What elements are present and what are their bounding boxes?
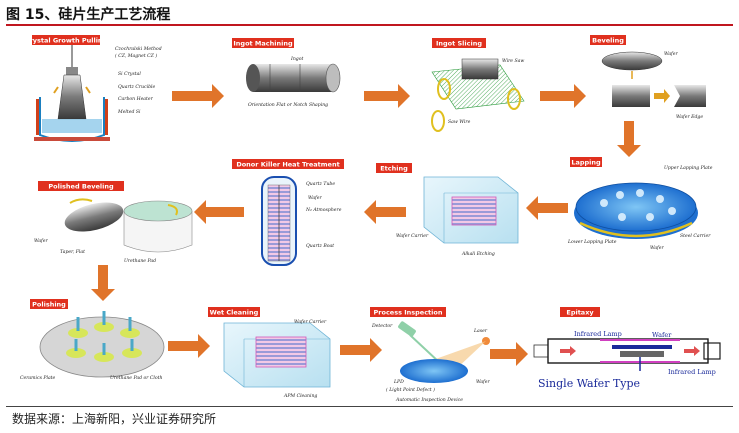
component-label: Wafer Edge [676,114,703,120]
carbon-heater [36,99,39,135]
figure-title: 图 15、硅片生产工艺流程 [6,7,171,23]
component-label: Wafer [308,195,322,201]
flow-arrow [617,121,641,157]
stage-label-box [432,38,486,48]
component-label: Si Crystal [118,71,141,77]
component-label: Melted Si [117,109,141,115]
source-rule [6,406,733,407]
stage-label-box [590,35,626,45]
stage-label-box [232,38,294,48]
flow-arrow [364,200,406,224]
stage-process-inspection: Process Inspection Detector Laser LPD ( … [370,307,490,403]
component-label: Lower Lapping Plate [567,239,617,245]
single-wafer-type-label: Single Wafer Type [538,377,640,390]
component-label: Detector [371,323,393,329]
flow-arrow [540,84,586,108]
component-label: Quartz Crucible [118,84,156,90]
component-label: Wafer Carrier [294,319,327,325]
svg-text:Wafer: Wafer [652,331,672,339]
stage-label: Ingot Slicing [436,40,482,48]
flow-arrow [91,265,115,301]
stage-label-box [38,181,124,191]
component-label: Carbon Heater [118,96,154,102]
stage-label-box [570,157,602,167]
stage-lapping: Lapping Upper Lapping Plate Lower Lappin… [567,157,713,251]
svg-text:Infrared Lamp: Infrared Lamp [574,330,622,338]
stage-polishing: Polishing Ceramics Plate Urethane Pad or… [20,299,165,381]
component-label: Wafer Carrier [396,233,429,239]
stage-label: Etching [380,165,408,173]
component-label: Wire Saw [502,58,524,64]
component-label: Orientation Flat or Notch Shaping [248,102,328,108]
title-rule [6,24,733,26]
component-label: Alkali Etching [461,251,495,257]
component-label: ( CZ, Magnet CZ ) [115,52,157,59]
component-label: Wafer [34,238,48,244]
stage-label: Epitaxy [566,309,594,317]
stage-wet-cleaning: Wet Cleaning Wafer Carrier APM Cleaning [208,307,331,399]
stage-label-box [30,299,68,309]
component-label: Urethane Pad [124,258,156,264]
process-diagram: Crystal Growth Pulling Czochralski Metho… [20,35,721,403]
component-label: N₂ Atmosphere [305,207,342,213]
stage-label: Wet Cleaning [210,309,259,317]
stage-label: Crystal Growth Pulling [25,37,108,45]
svg-text:Infrared Lamp: Infrared Lamp [668,368,716,376]
component-label: Urethane Pad or Cloth [110,375,163,381]
stage-epitaxy: Epitaxy Infrared Lamp Wafer Infrared Lam… [533,307,721,390]
component-label: Wafer [650,245,664,251]
component-label: Saw Wire [448,119,471,125]
component-label: Taper, Flat [60,249,85,255]
component-label: APM Cleaning [283,393,317,399]
flow-arrow [526,196,568,220]
source-note: 数据来源：上海新阳，兴业证券研究所 [12,412,217,426]
component-label: ( Light Point Defect ) [386,386,435,393]
component-label: Wafer [476,379,490,385]
flow-arrow [194,200,244,224]
component-label: Ingot [290,56,303,62]
stage-donor-killer: Donor Killer Heat Treatment Quartz Tube … [232,159,344,266]
stage-label: Donor Killer Heat Treatment [236,161,339,169]
stage-label: Lapping [571,159,601,167]
stage-label: Process Inspection [374,309,443,317]
component-label: LPD [393,379,404,385]
stage-label: Polished Beveling [48,183,114,191]
component-label: Steel Carrier [680,233,711,239]
component-label: Quartz Boat [306,243,334,249]
flow-arrow [490,342,528,366]
stage-beveling: Beveling Wafer Wafer Edge [590,35,706,120]
component-label: Quartz Tube [306,181,335,187]
stage-polished-beveling: Polished Beveling Wafer Taper, Flat Uret… [34,181,193,264]
stage-label-box [208,307,260,317]
component-label: Ceramics Plate [20,375,56,381]
component-label: Wafer [664,51,678,57]
stage-ingot-machining: Ingot Machining Ingot Orientation Flat o… [232,38,341,108]
stage-label-box [560,307,600,317]
component-label: Upper Lapping Plate [664,165,713,171]
stage-label-box [232,159,344,169]
component-label: Laser [473,328,488,334]
flow-arrow [364,84,410,108]
flow-arrow [340,338,382,362]
stage-ingot-slicing: Ingot Slicing Wire Saw Saw Wire [431,38,525,132]
stage-label: Polishing [32,301,66,309]
stage-label: Ingot Machining [233,40,293,48]
component-label: Automatic Inspection Device [395,397,463,403]
stage-label-box [370,307,446,317]
stage-crystal-growth: Crystal Growth Pulling Czochralski Metho… [25,35,162,142]
flow-arrow [172,84,224,108]
stage-etching: Etching Wafer Carrier Alkali Etching [376,163,519,257]
stage-label: Beveling [592,37,624,45]
stage-label-box [376,163,412,173]
flow-arrow [168,334,210,358]
stage-label-box [32,35,100,45]
component-label: Czochralski Method [115,46,162,52]
